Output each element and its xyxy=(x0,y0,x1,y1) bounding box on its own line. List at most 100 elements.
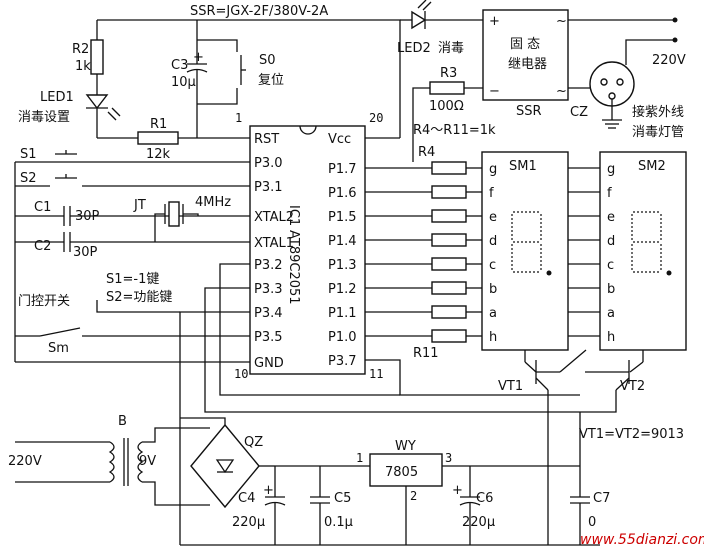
key-legend-s1: S1=-1键 xyxy=(106,272,159,287)
c3-name: C3 xyxy=(171,58,188,73)
sm1-segment-label: d xyxy=(489,234,497,249)
c2-value: 30P xyxy=(73,245,98,260)
s1-name: S1 xyxy=(20,147,37,162)
s1-button[interactable] xyxy=(15,150,250,163)
r2-resistor xyxy=(90,39,104,95)
transformer-name: B xyxy=(118,414,127,429)
regulator-pin3: 3 xyxy=(445,451,452,465)
c4-value: 220μ xyxy=(232,515,265,530)
ic-pin11: 11 xyxy=(369,367,383,381)
c7-value: 0 xyxy=(588,515,596,530)
top-rail xyxy=(96,19,412,138)
led1-description: 消毒设置 xyxy=(18,110,70,125)
door-switch-sm[interactable] xyxy=(15,300,250,337)
ic-right-pin: P1.5 xyxy=(328,210,357,225)
ic-right-pin: Vcc xyxy=(328,132,351,147)
sm2-segment-label: g xyxy=(607,162,615,177)
ic-right-pin: P1.2 xyxy=(328,282,357,297)
ic-right-pin: P1.0 xyxy=(328,330,357,345)
sm2-segment-label: a xyxy=(607,306,615,321)
s2-name: S2 xyxy=(20,171,37,186)
ic-part-number: AT89C2051 xyxy=(286,230,301,305)
resistor-array-note: R4～R11=1k xyxy=(413,123,496,138)
c1-value: 30P xyxy=(75,209,100,224)
c5-name: C5 xyxy=(334,491,351,506)
ic-name: IC1 xyxy=(286,205,301,226)
sm1-segment-label: e xyxy=(489,210,497,225)
ssr-ac-terminal-1: ~ xyxy=(556,14,567,29)
c6-plus: + xyxy=(452,483,463,498)
c1-capacitor xyxy=(15,206,250,226)
s0-reset-button[interactable] xyxy=(197,39,246,105)
segment-resistor xyxy=(431,281,467,295)
bridge-name: QZ xyxy=(244,435,263,450)
ic-left-pin: P3.5 xyxy=(254,330,283,345)
segment-resistor xyxy=(431,257,467,271)
r3-value: 100Ω xyxy=(429,99,464,114)
p37-wire xyxy=(365,359,580,396)
sm2-segment-label: c xyxy=(607,258,614,273)
door-switch-name: Sm xyxy=(48,341,69,356)
regulator-pin1: 1 xyxy=(356,451,363,465)
mains-voltage: 220V xyxy=(652,53,686,68)
ic1-chip xyxy=(249,125,366,375)
crystal-name: JT xyxy=(133,198,146,213)
c4-plus: + xyxy=(263,483,274,498)
r3-name: R3 xyxy=(440,66,457,81)
led1-name: LED1 xyxy=(40,90,74,105)
c4-name: C4 xyxy=(238,491,255,506)
vt2-name: VT2 xyxy=(620,379,645,394)
p34-wire xyxy=(179,311,250,545)
crystal-jt xyxy=(154,201,199,242)
transistor-note: VT1=VT2=9013 xyxy=(579,427,684,442)
lamp-description-2: 消毒灯管 xyxy=(632,125,684,140)
s2-button[interactable] xyxy=(15,174,250,187)
sm2-segment-label: e xyxy=(607,210,615,225)
ic-left-pin: P3.4 xyxy=(254,306,283,321)
s0-description: 复位 xyxy=(258,73,284,88)
vt1-name: VT1 xyxy=(498,379,523,394)
c6-capacitor xyxy=(459,466,481,545)
p33-wire xyxy=(204,287,585,413)
c4-capacitor xyxy=(264,466,286,545)
socket-name: CZ xyxy=(570,105,588,120)
ic-left-pin: XTAL2 xyxy=(254,210,294,225)
ic-left-pin: RST xyxy=(254,132,279,147)
r2-name: R2 xyxy=(72,42,89,57)
bridge-rectifier-qz xyxy=(180,417,275,509)
segment-resistor xyxy=(431,185,467,199)
door-switch-label: 门控开关 xyxy=(18,294,70,309)
lamp-description-1: 接紫外线 xyxy=(632,104,684,120)
ic-right-pin: P3.7 xyxy=(328,354,357,369)
vt2-transistor xyxy=(585,350,644,413)
p32-wire xyxy=(219,263,400,396)
c5-value: 0.1μ xyxy=(324,515,353,530)
sm2-name: SM2 xyxy=(638,159,666,174)
ic-right-pin: P1.3 xyxy=(328,258,357,273)
c6-name: C6 xyxy=(476,491,493,506)
sm2-segment-label: b xyxy=(607,282,615,297)
ic-left-pin: XTAL1 xyxy=(254,236,294,251)
c3-value: 10μ xyxy=(171,75,196,90)
ssr-ac-terminal-2: ~ xyxy=(556,84,567,99)
segment-resistor xyxy=(431,305,467,319)
ic-left-pin: P3.2 xyxy=(254,258,283,273)
regulator-7805 xyxy=(369,453,580,545)
ssr-spec-note: SSR=JGX-2F/380V-2A xyxy=(190,4,328,19)
r1-name: R1 xyxy=(150,117,167,132)
key-legend-s2: S2=功能键 xyxy=(106,290,172,305)
sm2-segment-label: f xyxy=(607,186,612,201)
led2-description: 消毒 xyxy=(438,41,464,56)
sm1-segment-label: b xyxy=(489,282,497,297)
sm2-segment-label: h xyxy=(607,330,615,345)
secondary-voltage: 9V xyxy=(139,454,156,469)
segment-resistor xyxy=(431,209,467,223)
ic-right-pin: P1.7 xyxy=(328,162,357,177)
ssr-label-line1: 固 态 xyxy=(510,37,540,52)
c7-capacitor xyxy=(570,412,590,545)
c5-capacitor xyxy=(310,466,330,545)
ic-left-pin: P3.3 xyxy=(254,282,283,297)
sm1-segment-label: f xyxy=(489,186,494,201)
vt1-transistor xyxy=(524,349,587,545)
ic-pin20: 20 xyxy=(369,111,383,125)
